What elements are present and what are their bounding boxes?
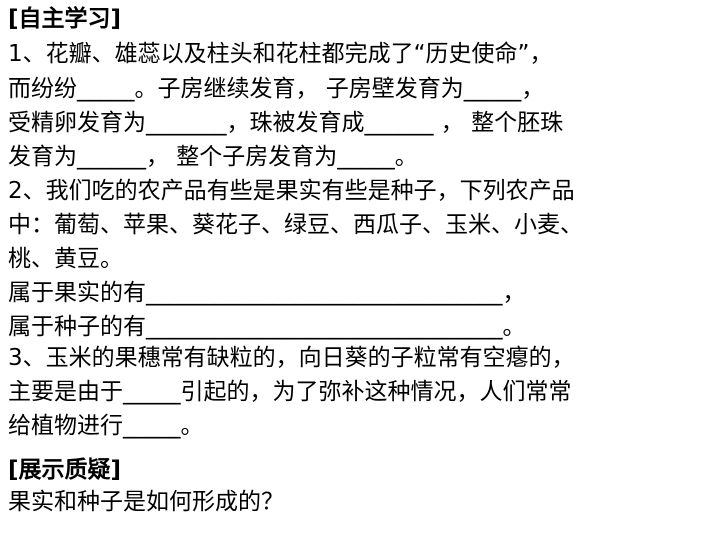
question-2-line-3: 桃、黄豆。	[8, 246, 123, 272]
heading-discussion: [展示质疑]	[8, 457, 122, 483]
question-2-fruits-answer: 属于果实的有_______________________________，	[8, 280, 526, 306]
question-2-line-1: 2、我们吃的农产品有些是果实有些是种子，下列农产品	[8, 178, 575, 204]
question-2-seeds-answer: 属于种子的有_______________________________。	[8, 314, 526, 340]
question-3-line-1: 3、玉米的果穗常有缺粒的，向日葵的子粒常有空瘪的，	[8, 345, 575, 371]
question-2-line-2: 中：葡萄、苹果、葵花子、绿豆、西瓜子、玉米、小麦、	[8, 212, 583, 238]
question-1-line-1: 1、花瓣、雄蕊以及柱头和花柱都完成了“历史使命”，	[8, 41, 553, 67]
question-3-line-3: 给植物进行_____。	[8, 413, 204, 439]
discussion-question: 果实和种子是如何形成的？	[8, 489, 284, 515]
question-1-line-2: 而纷纷_____。子房继续发育， 子房壁发育为_____，	[8, 76, 545, 102]
question-1-line-3: 受精卵发育为_______，珠被发育成______ ， 整个胚珠	[8, 110, 564, 136]
question-3-line-2: 主要是由于_____引起的，为了弥补这种情况，人们常常	[8, 379, 572, 405]
heading-self-study: [自主学习]	[8, 6, 122, 32]
question-1-line-4: 发育为______， 整个子房发育为_____。	[8, 144, 418, 170]
